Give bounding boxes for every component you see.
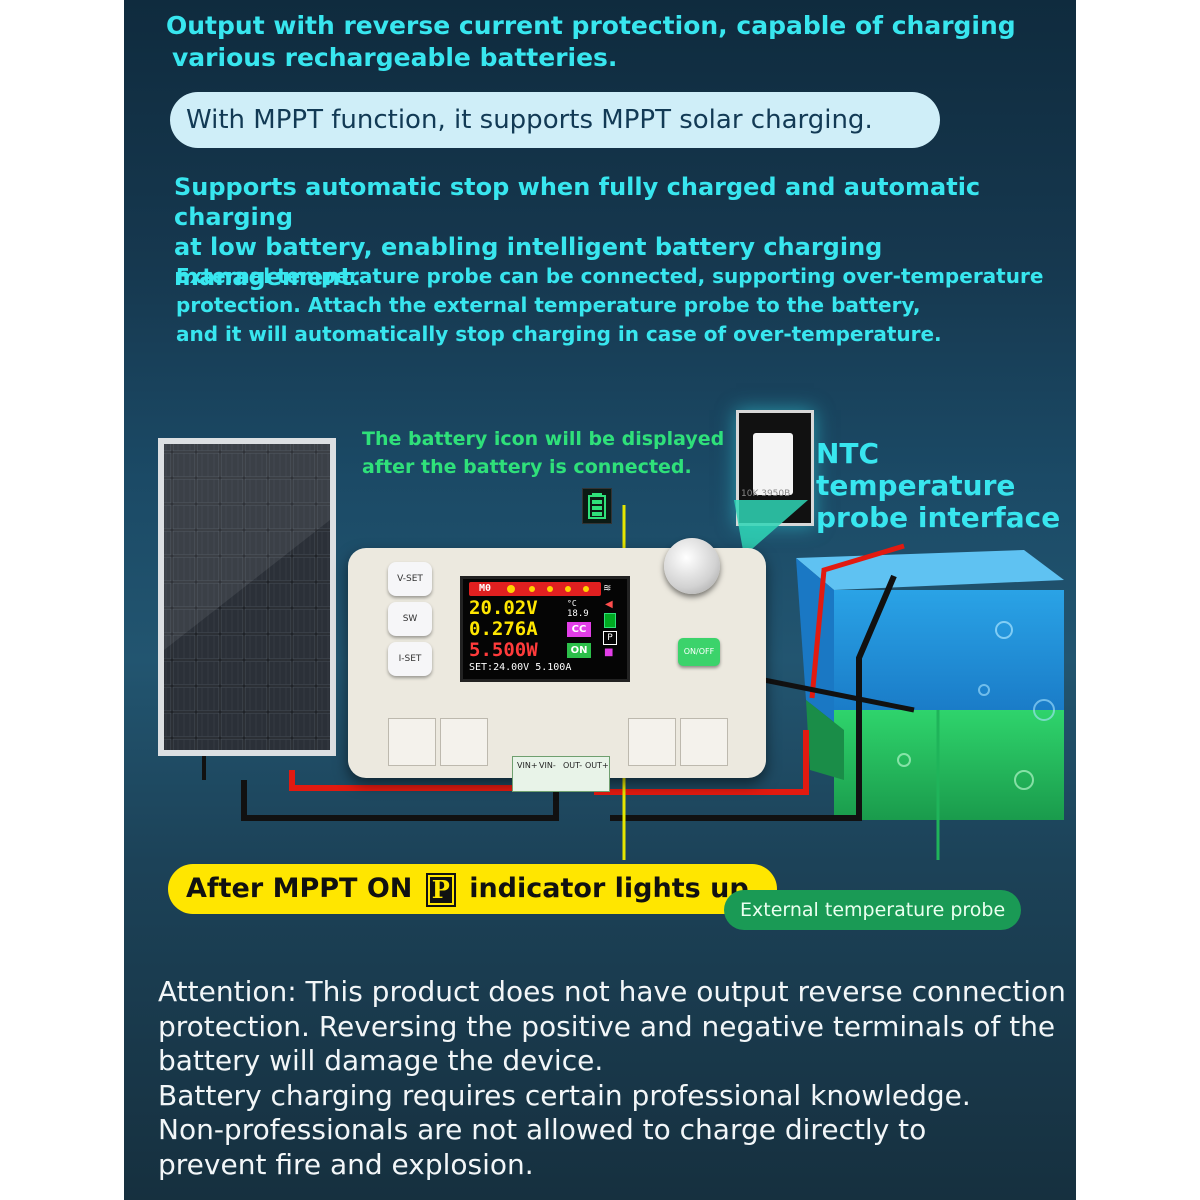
product-panel: Output with reverse current protection, … (124, 0, 1076, 1200)
ntc-connector-text: 10K 3950B (741, 489, 791, 499)
set-readout: SET:24.00V 5.100A (469, 662, 572, 673)
battery-indicator-icon (582, 488, 612, 524)
attention-line2: protection. Reversing the positive and n… (158, 1009, 1056, 1043)
terminal-out-plus: OUT+ (585, 761, 609, 770)
temperature-probe-line2: protection. Attach the external temperat… (176, 293, 921, 317)
mount-clip-right-inner (628, 718, 676, 766)
sw-button[interactable]: SW (388, 602, 432, 636)
wiring-illustration (158, 438, 1064, 860)
ntc-connector-plug (753, 433, 793, 495)
temp-unit: °C (567, 599, 577, 608)
ntc-pointer (734, 500, 808, 556)
charger-module: V-SET SW I-SET M0 20.02V °C 18.9 0.276A … (348, 538, 766, 792)
on-badge: ON (567, 643, 591, 658)
mount-clip-left-inner (440, 718, 488, 766)
attention-line3: battery will damage the device. (158, 1044, 604, 1077)
mode-label: M0 (479, 583, 492, 594)
attention-notice: Attention: This product does not have ou… (158, 975, 1068, 1182)
battery-icon-callout: The battery icon will be displayed after… (362, 425, 724, 481)
speaker-icon: ◀ (605, 599, 613, 610)
mppt-p-icon-large: P (425, 872, 456, 907)
status-dot (507, 585, 515, 593)
attention-line1: Attention: This product does not have ou… (158, 975, 1066, 1008)
auto-charging-line2: at low battery, enabling intelligent bat… (174, 233, 883, 291)
attention-line4: Battery charging requires certain profes… (158, 1078, 971, 1112)
auto-charging-text: Supports automatic stop when fully charg… (174, 172, 1076, 292)
mount-clip-left (388, 718, 436, 766)
battery-icon-callout-line1: The battery icon will be displayed (362, 428, 725, 450)
terminal-block: VIN+ VIN- OUT- OUT+ (512, 756, 610, 792)
wifi-icon: ≋ (603, 583, 612, 594)
temperature-probe-line3: and it will automatically stop charging … (176, 322, 942, 346)
auto-charging-line1: Supports automatic stop when fully charg… (174, 173, 981, 231)
ntc-callout: NTC temperature probe interface (816, 438, 1076, 534)
ntc-callout-line1: NTC temperature (816, 437, 1016, 502)
mppt-pill: With MPPT function, it supports MPPT sol… (170, 92, 940, 148)
terminal-out-minus: OUT- (563, 761, 583, 770)
temp-readout: 18.9 (567, 609, 589, 619)
iset-button[interactable]: I-SET (388, 642, 432, 676)
temperature-probe-line1: External temperature probe can be connec… (176, 264, 1044, 288)
solar-panel (158, 438, 336, 756)
mode-bar: M0 (469, 582, 601, 596)
cc-badge: CC (567, 622, 591, 637)
mppt-pill-before: After MPPT ON (186, 873, 413, 904)
terminal-vin-minus: VIN- (539, 761, 556, 770)
lock-icon: ■ (604, 647, 614, 658)
reverse-protection-text: Output with reverse current protection, … (166, 10, 1016, 74)
battery (796, 550, 1064, 820)
power-readout: 5.500W (469, 639, 538, 661)
temperature-probe-text: External temperature probe can be connec… (176, 262, 1043, 349)
terminal-vin-plus: VIN+ (517, 761, 538, 770)
attention-line6: prevent fire and explosion. (158, 1147, 534, 1181)
battery-icon (604, 613, 616, 628)
module-display: M0 20.02V °C 18.9 0.276A CC 5.500W ON SE… (460, 576, 630, 682)
battery-icon-callout-line2: after the battery is connected. (362, 456, 692, 478)
mount-clip-right (680, 718, 728, 766)
mppt-pill-after: indicator lights up. (469, 873, 759, 904)
voltage-readout: 20.02V (469, 597, 538, 619)
mppt-p-icon: P (603, 631, 617, 645)
current-readout: 0.276A (469, 618, 538, 640)
attention-line5: Non-professionals are not allowed to cha… (158, 1113, 927, 1146)
mppt-indicator-pill: After MPPT ON P indicator lights up. (168, 864, 777, 914)
reverse-protection-line1: Output with reverse current protection, … (166, 11, 1016, 40)
vset-button[interactable]: V-SET (388, 562, 432, 596)
reverse-protection-line2: various rechargeable batteries. (172, 43, 618, 72)
ntc-callout-line2: probe interface (816, 501, 1061, 534)
on-off-button[interactable]: ON/OFF (678, 638, 720, 666)
external-probe-pill: External temperature probe (724, 890, 1022, 930)
adjust-knob[interactable] (664, 538, 720, 594)
